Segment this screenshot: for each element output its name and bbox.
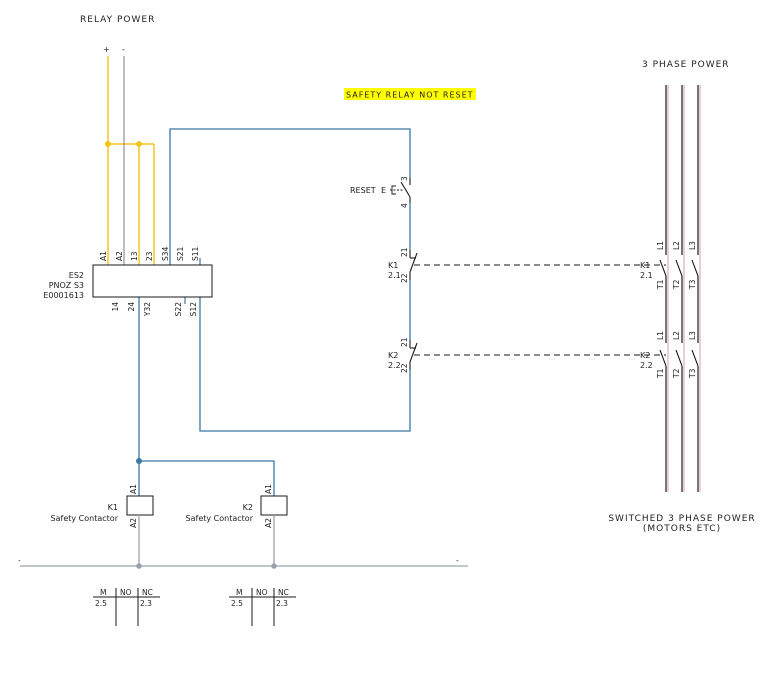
safety-relay-part: E0001613 (43, 291, 84, 300)
terminal-label: A1 (99, 251, 108, 261)
k1-coil[interactable] (126, 495, 154, 516)
k1-contact-table: M NO NC 2.5 2.3 (93, 588, 160, 626)
junction-dot (136, 563, 142, 569)
k2-contact-tag: K2 (388, 351, 398, 360)
table-ref-nc: 2.3 (276, 599, 288, 608)
table-col-m: M (100, 588, 106, 597)
coil-terminal-label: A2 (129, 518, 138, 528)
coil-terminal-label: A1 (264, 484, 273, 494)
table-ref-m: 2.5 (231, 599, 243, 608)
bus-mark-right: - (456, 556, 459, 565)
contact-terminal-label: 22 (400, 363, 409, 373)
table-col-no: NO (256, 588, 268, 597)
coil-terminal-label: A2 (264, 518, 273, 528)
load-label: T2 (672, 368, 681, 379)
k1-contact-tag: K1 (388, 261, 398, 270)
terminal-label: 14 (111, 302, 120, 312)
phase-label: L3 (688, 241, 697, 250)
k2-coil[interactable] (260, 495, 288, 516)
phase-label: L3 (688, 331, 697, 340)
terminal-label: 13 (130, 251, 139, 261)
coil-return-wires (138, 515, 275, 566)
junction-dot (271, 563, 277, 569)
three-phase-title: 3 PHASE POWER (642, 60, 730, 70)
k2-contact-ref: 2.2 (388, 361, 401, 370)
reset-terminal-label: 4 (400, 203, 409, 208)
k1-main-contacts[interactable] (659, 259, 699, 277)
phase-label: L1 (656, 331, 665, 340)
table-col-nc: NC (142, 588, 153, 597)
contact-terminal-label: 21 (400, 247, 409, 257)
terminal-label: S34 (161, 246, 170, 261)
phase-label: L2 (672, 331, 681, 340)
positive-supply-wires (107, 56, 155, 265)
k2-main-contacts[interactable] (659, 349, 699, 367)
table-col-no: NO (120, 588, 132, 597)
terminal-label: S21 (176, 246, 185, 261)
k1-contact-ref: 2.1 (388, 271, 401, 280)
minus-label: - (122, 45, 125, 54)
reset-e-label: E (381, 186, 386, 195)
three-phase-lines (665, 85, 699, 492)
load-label: T3 (688, 279, 697, 290)
terminal-label: 23 (145, 251, 154, 261)
coil-terminal-label: A1 (129, 484, 138, 494)
relay-power-title: RELAY POWER (80, 15, 155, 25)
plus-label: + (103, 45, 110, 54)
table-ref-m: 2.5 (95, 599, 107, 608)
terminal-label: Y32 (143, 302, 152, 317)
three-phase-shadow (667, 85, 701, 492)
k2-nc-contact[interactable] (409, 340, 418, 370)
reset-label: RESET (350, 186, 376, 195)
terminal-label: S11 (191, 246, 200, 261)
junction-dot (136, 458, 142, 464)
safety-relay-body[interactable] (92, 264, 213, 298)
terminal-label: A2 (115, 251, 124, 261)
terminal-label: S12 (189, 302, 198, 317)
contact-terminal-label: 21 (400, 337, 409, 347)
relay-bottom-terminals: 14 24 Y32 S22 S12 (111, 302, 198, 317)
phase-label: L2 (672, 241, 681, 250)
bus-mark-left: - (18, 556, 21, 565)
junction-dot (136, 141, 142, 147)
reset-terminal-label: 3 (400, 176, 409, 181)
junction-dot (105, 141, 111, 147)
status-highlight (344, 88, 476, 100)
table-ref-nc: 2.3 (140, 599, 152, 608)
safety-relay-tag: ES2 (69, 271, 84, 280)
safety-relay-model: PNOZ S3 (49, 281, 84, 290)
k2-main-ref: 2.2 (640, 361, 653, 370)
k1-coil-desc: Safety Contactor (51, 514, 119, 523)
phase-label: L1 (656, 241, 665, 250)
load-label: T1 (656, 368, 665, 379)
table-col-nc: NC (278, 588, 289, 597)
k1-coil-tag: K1 (108, 503, 118, 512)
safety-relay-status: SAFETY RELAY NOT RESET (346, 91, 474, 100)
k2-main-tag: K2 (640, 351, 650, 360)
k1-main-tag: K1 (640, 261, 650, 270)
switched-power-subtitle: (MOTORS ETC) (643, 524, 721, 534)
load-label: T3 (688, 368, 697, 379)
k2-contact-table: M NO NC 2.5 2.3 (229, 588, 296, 626)
terminal-label: S22 (174, 302, 183, 317)
k2-coil-tag: K2 (243, 503, 253, 512)
table-col-m: M (236, 588, 242, 597)
reset-pushbutton[interactable] (390, 178, 411, 203)
load-label: T1 (656, 279, 665, 290)
switched-power-title: SWITCHED 3 PHASE POWER (608, 514, 755, 524)
load-label: T2 (672, 279, 681, 290)
k1-main-ref: 2.1 (640, 271, 653, 280)
k2-coil-desc: Safety Contactor (186, 514, 254, 523)
contact-terminal-label: 22 (400, 273, 409, 283)
relay-top-terminals: A1 A2 13 23 S34 S21 S11 (99, 246, 200, 261)
terminal-label: 24 (127, 302, 136, 312)
k1-nc-contact[interactable] (409, 250, 418, 280)
